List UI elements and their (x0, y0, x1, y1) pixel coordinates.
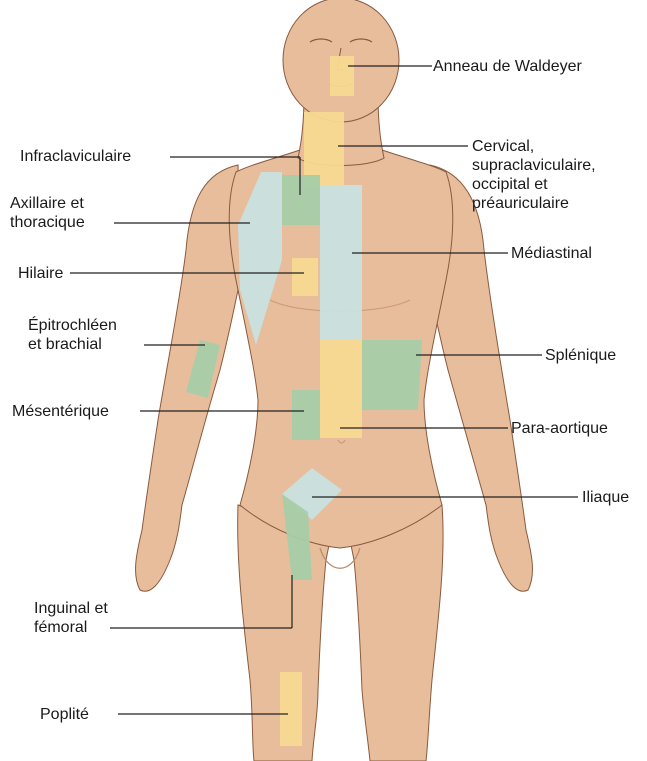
zone-mediastinal (320, 185, 362, 340)
label-cervical-line-2: supraclaviculaire, (472, 156, 596, 175)
label-cervical-line-4: préauriculaire (472, 194, 596, 213)
label-splenique-line-1: Splénique (545, 346, 616, 365)
label-epitroch-line-1: Épitrochléen (28, 316, 117, 335)
label-axillaire-line-2: thoracique (10, 213, 85, 232)
label-waldeyer-line-1: Anneau de Waldeyer (433, 57, 582, 76)
zone-poplite (280, 672, 302, 746)
label-poplite-line-1: Poplité (40, 705, 89, 724)
label-paraaortique: Para-aortique (511, 419, 608, 438)
label-iliaque: Iliaque (582, 488, 629, 507)
label-waldeyer: Anneau de Waldeyer (433, 57, 582, 76)
left-arm (136, 165, 240, 591)
label-mesenterique: Mésentérique (12, 402, 109, 421)
zone-mesenterique (292, 390, 320, 440)
label-axillaire-line-1: Axillaire et (10, 194, 85, 213)
zone-splenique (362, 340, 422, 410)
label-splenique: Splénique (545, 346, 616, 365)
label-inguinal-line-2: fémoral (34, 618, 108, 637)
label-axillaire: Axillaire et thoracique (10, 194, 85, 232)
zone-waldeyer (330, 56, 354, 96)
zone-cervical (304, 112, 344, 186)
label-infraclav: Infraclaviculaire (20, 147, 131, 166)
label-cervical-line-1: Cervical, (472, 137, 596, 156)
label-mediastinal: Médiastinal (511, 244, 592, 263)
label-poplite: Poplité (40, 705, 89, 724)
label-inguinal-line-1: Inguinal et (34, 599, 108, 618)
label-epitroch: Épitrochléen et brachial (28, 316, 117, 354)
label-mediastinal-line-1: Médiastinal (511, 244, 592, 263)
zone-infraclav (282, 175, 320, 225)
zone-para-aortique (320, 340, 362, 438)
label-cervical: Cervical, supraclaviculaire, occipital e… (472, 137, 596, 213)
label-paraaortique-line-1: Para-aortique (511, 419, 608, 438)
zone-hilaire (292, 258, 318, 296)
label-epitroch-line-2: et brachial (28, 335, 117, 354)
label-mesenterique-line-1: Mésentérique (12, 402, 109, 421)
label-hilaire: Hilaire (18, 264, 63, 283)
label-inguinal: Inguinal et fémoral (34, 599, 108, 637)
label-cervical-line-3: occipital et (472, 175, 596, 194)
label-hilaire-line-1: Hilaire (18, 264, 63, 283)
label-infraclav-line-1: Infraclaviculaire (20, 147, 131, 166)
label-iliaque-line-1: Iliaque (582, 488, 629, 507)
